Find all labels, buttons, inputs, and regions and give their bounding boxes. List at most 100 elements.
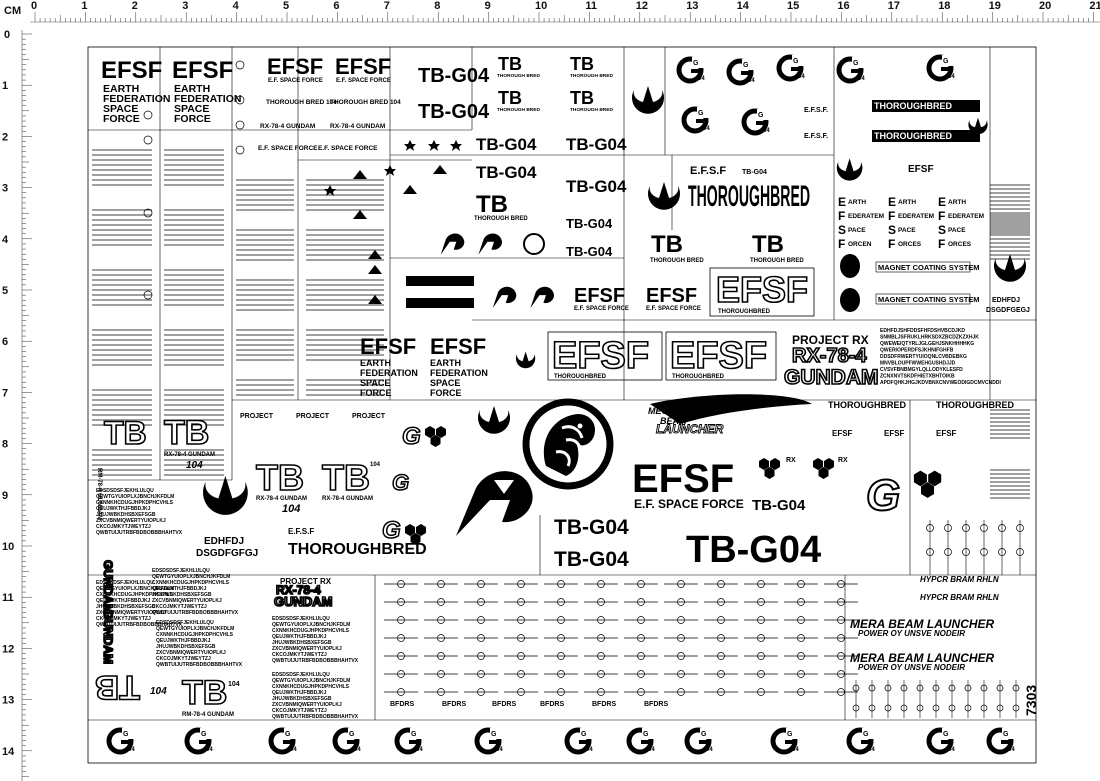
efsf-ef-space-force-large: EFSF E.F. SPACE FORCE	[632, 457, 744, 511]
tb-g04-lower-1: TB-G04	[554, 516, 629, 539]
svg-text:SPACE: SPACE	[430, 378, 460, 388]
svg-text:MEGA: MEGA	[648, 406, 675, 416]
alpha-row: MNVBLOUPFWWEHGUSHDJJD	[880, 361, 956, 367]
small-text-row: JHUJWBKDHSBXEFSGB	[272, 640, 332, 646]
svg-text:E: E	[888, 195, 896, 209]
rx-gundam-small-lower: PROJECT RX RX-78-4 GUNDAM	[273, 577, 333, 610]
svg-text:EDERATEM: EDERATEM	[848, 213, 884, 220]
svg-text:E.F. SPACE FORCE: E.F. SPACE FORCE	[336, 78, 391, 84]
small-text-row: JHUJWBKDHSBXEFSGB	[152, 592, 212, 598]
small-text-row: QWBTUIJUTRBFBDBOBBBHAHTVX	[156, 662, 243, 668]
small-text-row: QWBTUIJUTRBFBDBOBBBHAHTVX	[96, 530, 183, 536]
svg-text:LAUNCHER: LAUNCHER	[656, 422, 724, 436]
gundam-vertical-left: GUNDAM GUNDAM	[100, 559, 116, 665]
svg-text:THOROUGHBRED: THOROUGHBRED	[288, 541, 427, 558]
svg-text:PACE: PACE	[898, 227, 916, 234]
ruler-left-number: 11	[2, 592, 14, 604]
small-text-row: QWBTUIJUTRBFBDBOBBBHAHTVX	[272, 714, 359, 720]
federation-emblem-mid-small	[516, 351, 536, 369]
svg-text:FEDERATION: FEDERATION	[430, 368, 488, 378]
project-rx-gundam: PROJECT RX RX-78-4 GUNDAM	[783, 333, 879, 390]
bfdrs-label: BFDRS	[390, 701, 414, 708]
svg-text:ARTH: ARTH	[948, 199, 966, 206]
ruler-top-number: 2	[132, 0, 138, 12]
guide-lines	[88, 47, 1036, 721]
svg-text:PROJECT: PROJECT	[352, 413, 386, 420]
svg-text:ORCES: ORCES	[948, 241, 972, 248]
svg-text:SPACE: SPACE	[103, 103, 138, 115]
tb-vertical-left: TB RM-78-4 GUNDAM	[96, 414, 147, 520]
svg-text:MERA BEAM LAUNCHER: MERA BEAM LAUNCHER	[850, 617, 995, 631]
svg-text:FEDERATION: FEDERATION	[360, 368, 418, 378]
ruler-top-number: 17	[888, 0, 900, 12]
efsf-earth-federation-mid-1: EFSF EARTH FEDERATION SPACE FORCE	[360, 334, 418, 398]
ruler-top-number: 8	[434, 0, 440, 12]
tb-104-lower-2: TB 104 RM-78-4 GUNDAM	[181, 673, 240, 718]
wing-logo-large	[456, 471, 533, 536]
small-text-row: CXNNKHCDUGJHPKDPHCVHLS	[272, 684, 350, 690]
svg-text:EFSF: EFSF	[335, 54, 391, 79]
ruler-top-number: 9	[485, 0, 491, 12]
efsf-ef-space-force-2: EFSF E.F. SPACE FORCE	[335, 54, 391, 84]
small-text-row: QEWTGYUIOPLXJBNCHJKFDLM	[156, 626, 234, 632]
efsf-outline-mid-2: EFSF THOROUGHBRED	[665, 331, 777, 381]
svg-text:104: 104	[370, 462, 381, 468]
hyper-beam-label-2: HYPCR BRAM RHLN	[920, 593, 999, 602]
alpha-row: CVSVFBNBMGYLQLLODYKLESFD	[880, 367, 963, 373]
efsf-earth-federation-left: EFSF EARTH FEDERATION SPACE FORCE	[101, 57, 170, 125]
bfdrs-label: BFDRS	[492, 701, 516, 708]
stripe-decals-left	[92, 60, 1030, 499]
svg-text:EFSF: EFSF	[360, 334, 416, 359]
rx-gundam-label-2: RX-78-4 GUNDAM	[330, 123, 385, 130]
tb-large-right-1: TB	[651, 231, 683, 258]
svg-text:TB: TB	[95, 668, 140, 706]
alpha-text-block: EDHFDJSHFDDSFHFDSHVBCDJKDSNMBLJSFRUKLHRK…	[880, 328, 1001, 386]
stripe-decal-1	[406, 276, 474, 286]
small-text-blocks: EDSDSDSFJEKHLULQUQEWTGYUIOPLXJBNCHJKFDLM…	[96, 488, 359, 720]
svg-text:THOROUGH BRED: THOROUGH BRED	[497, 73, 540, 79]
bfdrs-label: BFDRS	[442, 701, 466, 708]
magnet-coating-system: MAGNET COATING SYSTEM MAGNET COATING SYS…	[840, 254, 980, 312]
small-text-row: QWBTUIJUTRBFBDBOBBBHAHTVX	[96, 622, 183, 628]
small-text-row: EDSDSDSFJEKHLULQU	[272, 672, 330, 678]
thorough-bred-right-2: THOROUGH BRED	[750, 258, 804, 264]
ruler-top-number: 18	[938, 0, 950, 12]
svg-text:THOROUGHBRED: THOROUGHBRED	[718, 309, 771, 315]
bfdrs-label: BFDRS	[540, 701, 564, 708]
mera-beam-launcher-2: MERA BEAM LAUNCHER POWER OY UNSVE NODEIR	[850, 651, 995, 672]
ruler-left-number: 13	[2, 695, 14, 707]
ruler-left-number: 6	[2, 336, 8, 348]
small-text-row: CKCOJMKYTJWEYTZJ	[272, 708, 327, 714]
svg-text:THOROUGHBRED: THOROUGHBRED	[554, 374, 607, 380]
federation-emblem-top	[632, 86, 664, 114]
ruler-left-number: 9	[2, 490, 8, 502]
ruler-top-number: 20	[1039, 0, 1051, 12]
svg-text:GUNDAM: GUNDAM	[101, 560, 115, 614]
wing-logo-3	[492, 286, 517, 309]
svg-text:G: G	[402, 423, 421, 450]
wing-logo-4	[530, 286, 555, 309]
tb-g04-mid-1: TB-G04	[476, 135, 537, 154]
svg-text:EFSF: EFSF	[646, 285, 697, 307]
svg-text:EFSF: EFSF	[884, 429, 905, 438]
alpha-row: SNMBLJSFRUKLHRKSDXZBCDZKZXHJK	[880, 335, 979, 341]
svg-text:EDERATEM: EDERATEM	[948, 213, 984, 220]
ruler-top-number: 7	[384, 0, 390, 12]
small-text-row: ZXCVBNMIQWERTYUIOPLKJ	[96, 518, 166, 524]
hyper-beam-label-1: HYPCR BRAM RHLN	[920, 575, 999, 584]
svg-text:SPACE: SPACE	[174, 103, 209, 115]
wing-logo-1	[440, 233, 465, 255]
thoroughbred-bar-2	[872, 130, 980, 142]
earth-federation-stacked: E ARTH F EDERATEM S PACE F ORCEN E ARTH …	[838, 195, 984, 251]
small-text-row: CKCOJMKYTJWEYTZJ	[156, 656, 211, 662]
federation-emblem-right	[836, 158, 863, 181]
small-text-row: EDSDSDSFJEKHLULQU	[96, 580, 154, 586]
small-text-row: QEWTGYUIOPLXJBNCHJKFDLM	[272, 678, 350, 684]
svg-text:E.F. SPACE FORCE: E.F. SPACE FORCE	[634, 497, 744, 511]
svg-text:F: F	[938, 209, 945, 223]
dsgdfgfgj-label-left: DSGDFGFGJ	[196, 548, 258, 559]
svg-text:TB: TB	[498, 54, 522, 74]
svg-text:PACE: PACE	[948, 227, 966, 234]
ruler-left-number: 2	[2, 131, 8, 143]
svg-text:THOROUGH BRED: THOROUGH BRED	[570, 73, 613, 79]
